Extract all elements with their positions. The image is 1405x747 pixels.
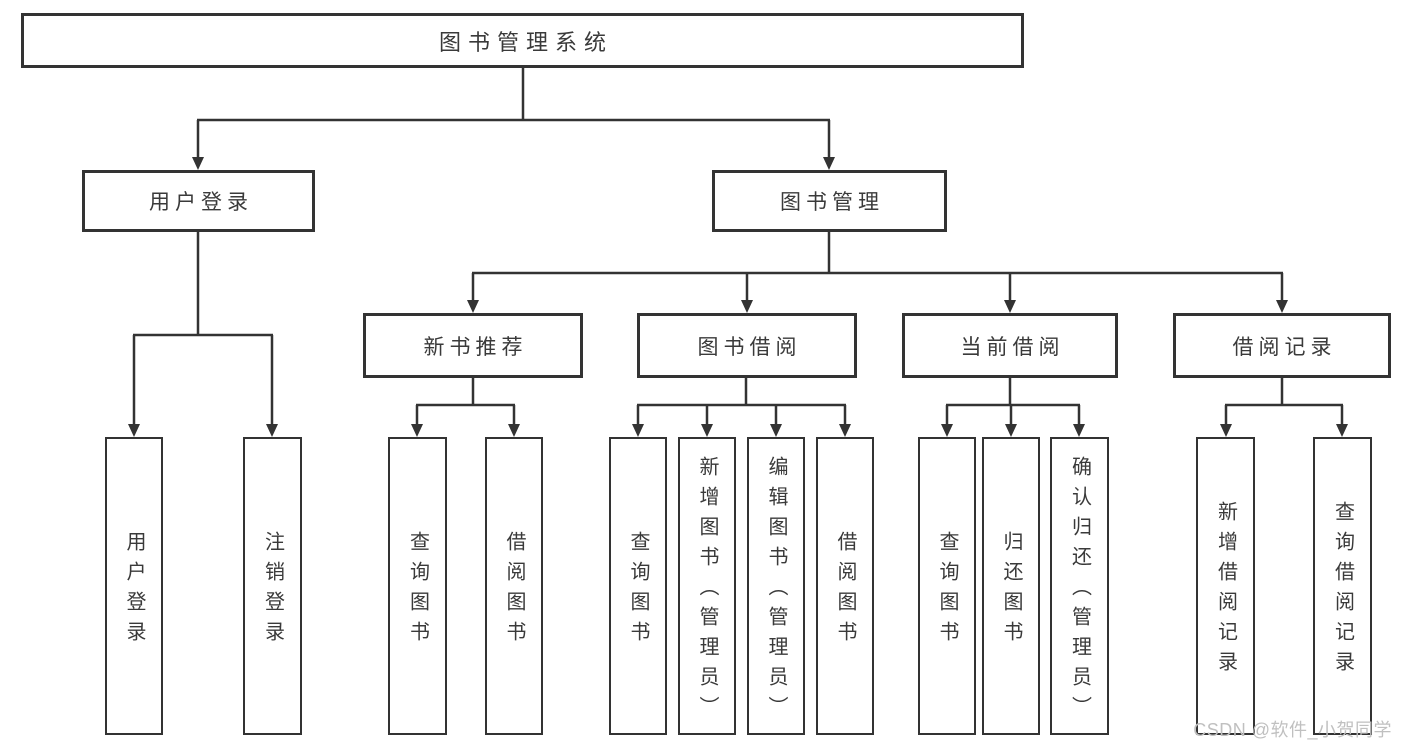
leaf-add-borrow-record-label: 新增借阅记录: [1214, 501, 1237, 681]
node-library-system-label: 图书管理系统: [438, 29, 613, 55]
leaf-query-borrow-record: 查询借阅记录: [1313, 437, 1372, 735]
leaf-borrow-books-borrowing: 借阅图书: [816, 437, 874, 735]
leaf-user-login: 用户登录: [105, 437, 163, 735]
node-book-borrowing-label: 图书借阅: [697, 335, 802, 359]
leaf-query-books-current-label: 查询图书: [936, 531, 958, 651]
node-new-book-recommend: 新书推荐: [363, 313, 583, 378]
node-user-login-label: 用户登录: [149, 191, 253, 214]
connector-book-borrowing: [632, 378, 851, 437]
node-borrowing-records-label: 借阅记录: [1232, 335, 1337, 359]
leaf-return-books: 归还图书: [982, 437, 1040, 735]
watermark: CSDN @软件_小贺同学: [1193, 720, 1392, 740]
node-current-borrowing: 当前借阅: [902, 313, 1118, 378]
leaf-confirm-return-admin: 确认归还（管理员）: [1050, 437, 1109, 735]
leaf-add-borrow-record: 新增借阅记录: [1196, 437, 1255, 735]
node-book-management-label: 图书管理: [780, 191, 884, 214]
node-new-book-recommend-label: 新书推荐: [423, 335, 528, 359]
leaf-borrow-books-recommend: 借阅图书: [485, 437, 543, 735]
leaf-add-books-admin-label: 新增图书（管理员）: [696, 456, 718, 726]
leaf-logout-label: 注销登录: [261, 531, 284, 651]
node-book-management: 图书管理: [712, 170, 947, 232]
leaf-query-borrow-record-label: 查询借阅记录: [1331, 501, 1354, 681]
leaf-query-books-recommend-label: 查询图书: [406, 531, 429, 651]
leaf-add-books-admin: 新增图书（管理员）: [678, 437, 736, 735]
connector-borrowing-records: [1220, 378, 1348, 437]
connector-book-management: [467, 232, 1288, 313]
leaf-borrow-books-borrowing-label: 借阅图书: [834, 531, 856, 651]
connector-root-to-level2: [192, 68, 835, 170]
leaf-query-books-borrowing-label: 查询图书: [627, 531, 649, 651]
connector-current-borrowing: [941, 378, 1085, 437]
node-borrowing-records: 借阅记录: [1173, 313, 1391, 378]
leaf-user-login-label: 用户登录: [123, 531, 145, 651]
node-user-login: 用户登录: [82, 170, 315, 232]
leaf-edit-books-admin-label: 编辑图书（管理员）: [765, 456, 787, 726]
connector-user-login: [128, 232, 278, 437]
leaf-return-books-label: 归还图书: [1000, 531, 1022, 651]
leaf-confirm-return-admin-label: 确认归还（管理员）: [1068, 456, 1091, 726]
leaf-query-books-current: 查询图书: [918, 437, 976, 735]
node-library-system: 图书管理系统: [21, 13, 1024, 68]
leaf-edit-books-admin: 编辑图书（管理员）: [747, 437, 805, 735]
connector-new-book-recommend: [411, 378, 520, 437]
node-book-borrowing: 图书借阅: [637, 313, 857, 378]
leaf-borrow-books-recommend-label: 借阅图书: [503, 531, 525, 651]
leaf-query-books-recommend: 查询图书: [388, 437, 447, 735]
leaf-logout: 注销登录: [243, 437, 302, 735]
leaf-query-books-borrowing: 查询图书: [609, 437, 667, 735]
node-current-borrowing-label: 当前借阅: [960, 335, 1065, 359]
